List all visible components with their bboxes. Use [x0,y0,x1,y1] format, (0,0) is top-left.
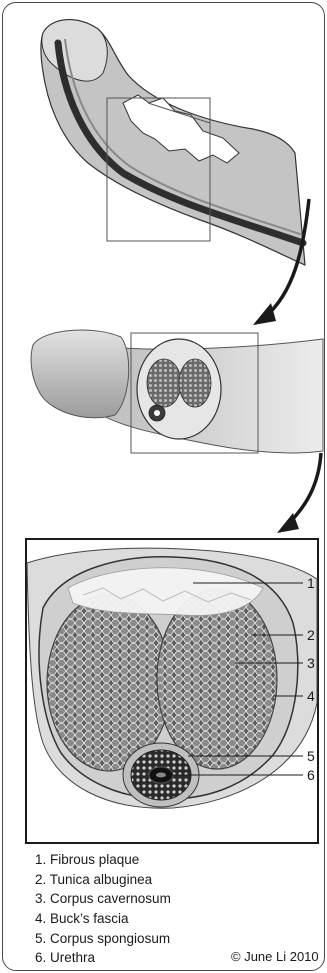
legend-item-tunica-albuginea: 2. Tunica albuginea [35,870,315,890]
small-urethra [154,410,160,416]
glans-external [31,330,129,418]
small-cavernosum-right [179,359,211,407]
legend-item-corpus-cavernosum: 3. Corpus cavernosum [35,889,315,909]
callout-1: 1 [307,575,315,591]
callout-4: 4 [307,688,315,704]
arrow-down-icon [277,453,321,533]
corpus-cavernosum-right [157,589,277,769]
callout-6: 6 [307,767,315,783]
legend-item-fibrous-plaque: 1. Fibrous plaque [35,850,315,870]
callout-2: 2 [307,627,315,643]
urethra-core [156,773,166,778]
callout-3: 3 [307,655,315,671]
small-cavernosum-left [147,359,181,407]
external-view [31,330,323,453]
legend-item-corpus-spongiosum: 5. Corpus spongiosum [35,929,315,949]
longitudinal-section [41,20,305,265]
callout-5: 5 [307,748,315,764]
copyright: © June Li 2010 [231,949,319,964]
anatomical-illustration: 1 2 3 4 5 6 [3,3,325,971]
detailed-cross-section: 1 2 3 4 5 6 [26,539,318,843]
legend-item-bucks-fascia: 4. Buck’s fascia [35,909,315,929]
